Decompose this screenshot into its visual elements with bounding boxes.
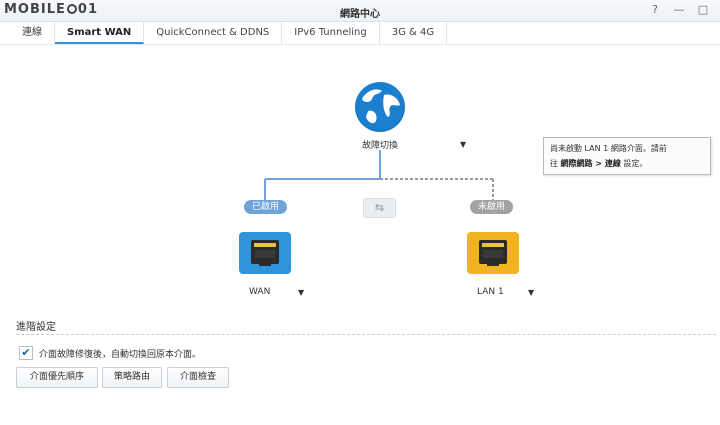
tab-smart-wan[interactable]: Smart WAN (55, 22, 145, 44)
lan-dropdown-icon[interactable]: ▼ (528, 288, 535, 297)
swap-interfaces-button[interactable]: ⇆ (363, 198, 396, 218)
auto-failback-checkbox[interactable]: ✔ (19, 346, 33, 360)
lan-port-icon[interactable] (467, 232, 519, 274)
window-title: 網路中心 (340, 9, 380, 20)
wan-port-icon[interactable] (239, 232, 291, 274)
tooltip-line1: 尚未啟動 LAN 1 網路介面。請前 (550, 144, 667, 153)
lan-inactive-tooltip: 尚未啟動 LAN 1 網路介面。請前 往 網際網路 > 連線 設定。 (543, 137, 711, 175)
tab-divider (0, 44, 720, 45)
interface-check-button[interactable]: 介面檢查 (167, 367, 229, 388)
failover-mode-label: 故障切換 (361, 141, 398, 151)
connection-lines (264, 150, 494, 200)
tab-ipv6-tunneling[interactable]: IPv6 Tunneling (282, 22, 380, 44)
tab-bar: 連線 Smart WAN QuickConnect & DDNS IPv6 Tu… (10, 22, 448, 44)
ethernet-port-icon (479, 240, 507, 266)
section-divider (16, 334, 716, 335)
wan-status-badge: 已啟用 (244, 200, 288, 214)
policy-routing-button[interactable]: 策略路由 (102, 367, 162, 388)
ethernet-port-icon (251, 240, 279, 266)
failover-dropdown-icon[interactable]: ▼ (460, 140, 467, 149)
lan-status-badge: 未啟用 (470, 200, 514, 214)
tooltip-line2: 往 網際網路 > 連線 設定。 (550, 159, 648, 168)
tab-3g-4g[interactable]: 3G & 4G (380, 22, 448, 44)
internet-globe-icon (355, 82, 405, 132)
smart-wan-diagram: 故障切換 ▼ 已啟用 ⇆ 未啟用 WAN ▼ LAN 1 ▼ (0, 45, 720, 315)
help-icon[interactable]: ? (652, 3, 658, 16)
tooltip-settings-link[interactable]: 網際網路 > 連線 (560, 159, 621, 168)
lan-label: LAN 1 (477, 287, 504, 297)
maximize-icon[interactable]: □ (697, 3, 709, 16)
advanced-settings-title: 進階設定 (16, 322, 56, 333)
minimize-icon[interactable]: — (673, 3, 685, 16)
tab-quickconnect-ddns[interactable]: QuickConnect & DDNS (144, 22, 283, 44)
tab-connection[interactable]: 連線 (10, 22, 55, 44)
wan-label: WAN (249, 287, 271, 297)
wan-dropdown-icon[interactable]: ▼ (298, 288, 305, 297)
interface-priority-button[interactable]: 介面優先順序 (16, 367, 98, 388)
auto-failback-label: 介面故障修復後，自動切換回原本介面。 (39, 350, 202, 360)
